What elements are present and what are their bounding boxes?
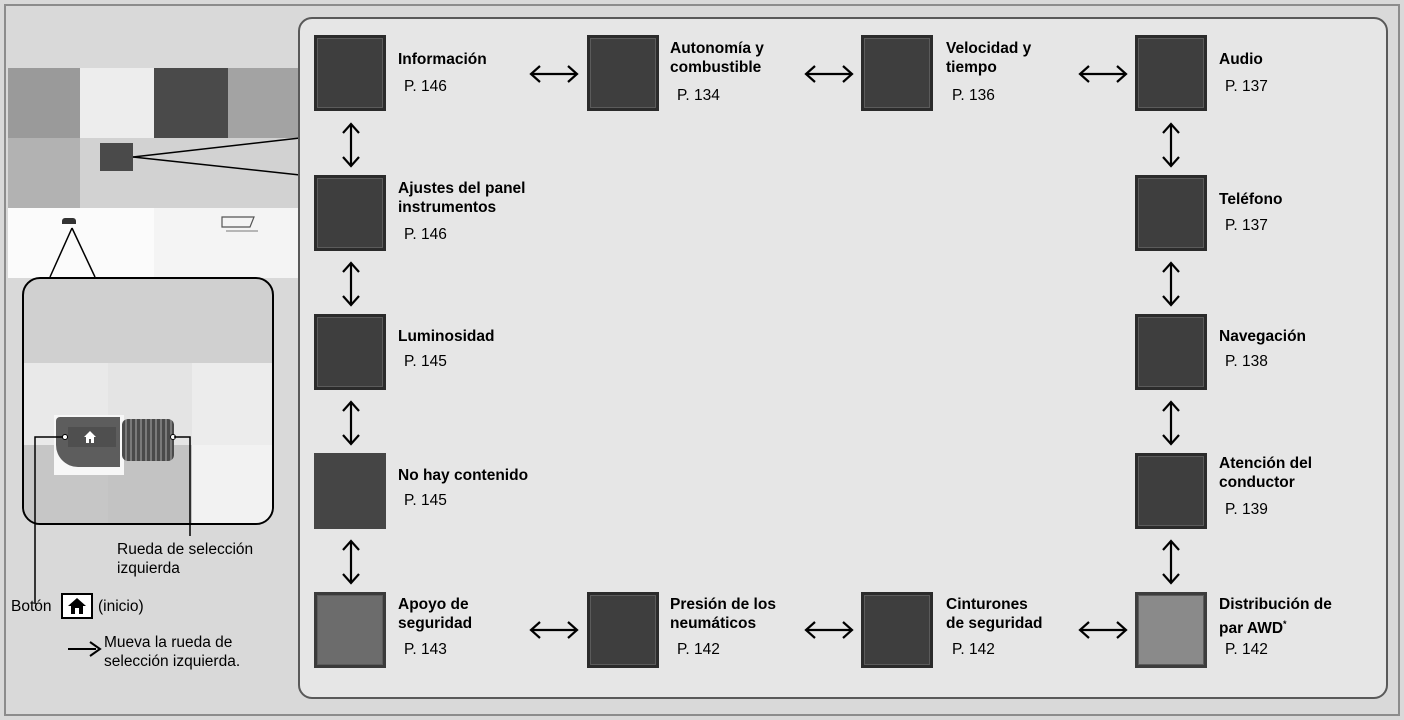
page-luminosidad: P. 145	[404, 353, 447, 370]
page-no-contenido: P. 145	[404, 492, 447, 509]
title-cinturones-1: Cinturones	[946, 596, 1028, 613]
steering-spoke-icon	[62, 218, 76, 224]
callout-lines	[49, 137, 301, 278]
double-arrow-icon	[1078, 65, 1128, 83]
title-distribucion-2: par AWD*	[1219, 615, 1287, 638]
double-arrow-icon	[529, 621, 579, 639]
shift-paddle-icon	[221, 216, 258, 232]
screen-cinturones[interactable]	[861, 592, 933, 668]
page-telefono: P. 137	[1225, 217, 1268, 234]
double-arrow-icon	[1162, 261, 1180, 307]
double-arrow-icon	[804, 65, 854, 83]
page-apoyo: P. 143	[404, 641, 447, 658]
screen-velocidad[interactable]	[861, 35, 933, 111]
screen-informacion[interactable]	[314, 35, 386, 111]
double-arrow-icon	[342, 261, 360, 307]
title-navegacion: Navegación	[1219, 328, 1307, 345]
title-autonomia-1: Autonomía y	[670, 40, 764, 57]
title-distribucion-1: Distribución de	[1219, 596, 1332, 613]
home-icon	[84, 431, 96, 443]
home-icon	[68, 598, 86, 614]
screen-telefono[interactable]	[1135, 175, 1207, 251]
title-ajustes-1: Ajustes del panel	[398, 180, 526, 197]
double-arrow-icon	[342, 539, 360, 585]
wheel-label-line2: izquierda	[117, 560, 180, 577]
legend-line2: selección izquierda.	[104, 653, 241, 670]
left-selector-wheel[interactable]	[122, 419, 174, 461]
page-presion: P. 142	[677, 641, 720, 658]
title-audio: Audio	[1219, 51, 1263, 68]
screen-atencion[interactable]	[1135, 453, 1207, 529]
screen-audio[interactable]	[1135, 35, 1207, 111]
double-arrow-icon	[342, 122, 360, 168]
legend-line1: Mueva la rueda de	[104, 634, 233, 651]
title-autonomia-2: combustible	[670, 59, 762, 76]
title-informacion: Información	[398, 51, 487, 68]
double-arrow-icon	[1162, 400, 1180, 446]
button-label-prefix: Botón	[11, 598, 52, 615]
page-autonomia: P. 134	[677, 87, 720, 104]
wheel-label-line1: Rueda de selección	[117, 541, 254, 558]
title-atencion-1: Atención del	[1219, 455, 1313, 472]
page-velocidad: P. 136	[952, 87, 995, 104]
double-arrow-icon	[342, 400, 360, 446]
double-arrow-icon	[1162, 122, 1180, 168]
screen-presion[interactable]	[587, 592, 659, 668]
page-informacion: P. 146	[404, 78, 447, 95]
page-audio: P. 137	[1225, 78, 1268, 95]
leader-lines	[34, 436, 191, 604]
right-arrow-icon	[68, 641, 102, 657]
footnote-marker: *	[1283, 619, 1287, 629]
screen-navegacion[interactable]	[1135, 314, 1207, 390]
title-cinturones-2: de seguridad	[946, 615, 1043, 632]
title-presion-2: neumáticos	[670, 615, 757, 632]
title-distribucion-2-text: par AWD	[1219, 620, 1284, 637]
title-velocidad-1: Velocidad y	[946, 40, 1032, 57]
page-ajustes: P. 146	[404, 226, 447, 243]
page-distribucion: P. 142	[1225, 641, 1268, 658]
instrument-display	[100, 143, 133, 171]
title-luminosidad: Luminosidad	[398, 328, 495, 345]
screen-distribucion[interactable]	[1135, 592, 1207, 668]
screen-autonomia[interactable]	[587, 35, 659, 111]
double-arrow-icon	[804, 621, 854, 639]
title-presion-1: Presión de los	[670, 596, 776, 613]
screen-apoyo[interactable]	[314, 592, 386, 668]
page-atencion: P. 139	[1225, 501, 1268, 518]
screen-ajustes[interactable]	[314, 175, 386, 251]
title-telefono: Teléfono	[1219, 191, 1283, 208]
screen-luminosidad[interactable]	[314, 314, 386, 390]
double-arrow-icon	[1162, 539, 1180, 585]
title-atencion-2: conductor	[1219, 474, 1295, 491]
title-ajustes-2: instrumentos	[398, 199, 497, 216]
steering-zoom-box	[22, 277, 274, 525]
screen-no-contenido[interactable]	[314, 453, 386, 529]
double-arrow-icon	[529, 65, 579, 83]
page-navegacion: P. 138	[1225, 353, 1268, 370]
page-cinturones: P. 142	[952, 641, 995, 658]
title-apoyo-2: seguridad	[398, 615, 473, 632]
title-apoyo-1: Apoyo de	[398, 596, 469, 613]
title-no-contenido: No hay contenido	[398, 467, 529, 484]
double-arrow-icon	[1078, 621, 1128, 639]
title-velocidad-2: tiempo	[946, 59, 997, 76]
button-label-suffix: (inicio)	[98, 598, 144, 615]
